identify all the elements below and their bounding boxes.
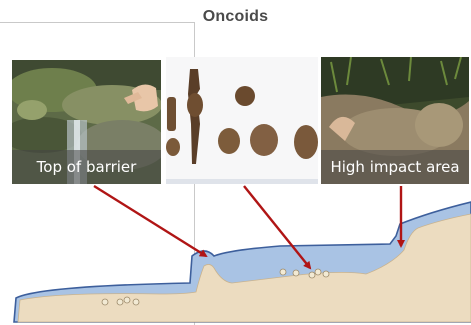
pebble-icon	[323, 271, 329, 277]
pebble-icon	[133, 299, 139, 305]
pebble-icon	[309, 272, 315, 278]
pebble-icon	[117, 299, 123, 305]
arrow-icon	[94, 186, 206, 256]
pebble-icon	[102, 299, 108, 305]
pebble-icon	[124, 297, 130, 303]
pebble-icon	[280, 269, 286, 275]
pebble-icon	[293, 270, 299, 276]
pebble-icon	[315, 269, 321, 275]
